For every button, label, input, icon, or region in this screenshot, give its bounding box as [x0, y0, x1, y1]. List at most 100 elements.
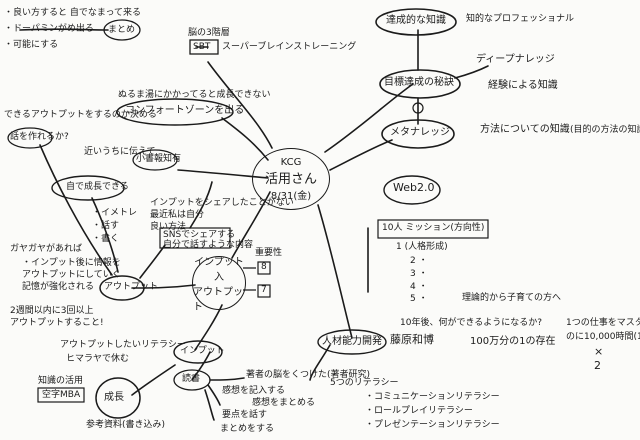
bi-note-2: 感想をまとめる — [252, 398, 316, 408]
web-item-4: 4 ・ — [410, 282, 428, 292]
io-mark-8: 8 — [261, 262, 267, 272]
io-node: インプット 入 アウトプット — [192, 256, 246, 313]
deep-note: 経験による知識 — [488, 80, 558, 91]
output-note-2: アウトプットにしていく — [22, 270, 121, 280]
branch-output-self — [91, 197, 119, 273]
self-item-2: ・話す — [92, 221, 120, 231]
branch-reading-notes3 — [204, 389, 215, 421]
output-gyaku: ガヤガヤがあれば — [10, 244, 83, 254]
output-question: 話を作れるか? — [10, 132, 69, 142]
meta-note: 方法についての知識 — [480, 124, 570, 135]
meta-note-2: (目的の方法の知識) — [570, 125, 640, 135]
goals-hub-outline — [379, 69, 461, 99]
branch-center-meta — [329, 139, 393, 171]
meta-outline — [381, 119, 455, 149]
human-label: 人材能力開発 — [322, 336, 382, 347]
bl-left-label: 知識の活用 — [38, 376, 84, 386]
center-line2: 活用さん — [264, 171, 317, 187]
literacy-item-2: ・ロールプレイリテラシー — [365, 406, 473, 416]
goal-note: 知的なプロフェッショナル — [466, 14, 575, 24]
bi-extra: まとめをする — [220, 424, 275, 434]
self-item-1: ・イメトレ — [92, 208, 138, 218]
web-item-1: 1 (人格形成) — [396, 242, 448, 252]
bi-note-3: 要点を話す — [222, 410, 268, 420]
human-times: × — [594, 345, 604, 358]
self-recent: 最近私は自分 — [150, 210, 205, 220]
evidence-label: 小書報知有 — [136, 154, 182, 164]
bl-bottom: 参考資料(書き込み) — [86, 420, 166, 430]
branch-reading-notes2 — [207, 384, 221, 406]
web-header: 10人 ミッション(方向性) — [382, 223, 485, 233]
human-desc: 藤原和博 — [390, 333, 434, 346]
io-output-label: アウトプット — [193, 287, 243, 313]
comfort-zone: コンフォートゾーンを出る — [125, 105, 245, 116]
io-mark-7: 7 — [261, 285, 267, 295]
goals-hub: 目標達成の秘訣 — [384, 77, 454, 88]
brain-side-note: ぬるま湯にかかってると成長できない — [118, 90, 271, 100]
human-right-note-1: 1つの仕事をマスターする — [566, 318, 640, 328]
io-essential: 重要性 — [255, 248, 283, 258]
reading-outline — [173, 369, 211, 391]
deep-knowledge: ディープナレッジ — [476, 54, 555, 65]
branch-goals-deep — [454, 65, 489, 79]
mba-box — [37, 387, 85, 403]
human-right-note-2: のに10,000時間(10年) — [566, 332, 640, 342]
output-hub: アウトプット — [104, 282, 159, 292]
bl-note-1: アウトプットしたいリテラシー — [60, 340, 186, 350]
human-rarity: 100万分の1の存在 — [470, 336, 556, 347]
literacy-item-3: ・プレゼンテーションリテラシー — [365, 420, 500, 430]
mark-box-7 — [257, 284, 271, 298]
branch-input-reading — [191, 351, 211, 381]
output-note-3: 記憶が強化される — [22, 282, 95, 292]
human-two: 2 — [594, 359, 601, 372]
branch-output-question — [39, 144, 113, 276]
question-outline — [7, 127, 53, 149]
evidence-outline — [132, 149, 178, 171]
io-input-label: インプット — [194, 257, 244, 268]
sns-sub: 自分で話すような内容 — [163, 240, 254, 250]
branch-center-goals — [324, 83, 414, 153]
brain-title: 脳の3階層 — [188, 28, 230, 38]
web-outline — [383, 175, 441, 205]
io-link-label: 入 — [214, 272, 224, 283]
branch-reading-notes — [209, 377, 245, 381]
web-label: Web2.0 — [393, 181, 435, 194]
topleft-note-1: ・良い方すると 自でなまって来る — [4, 8, 142, 18]
branch-io-output — [131, 284, 196, 289]
output-outline — [99, 275, 145, 301]
branch-input-grow — [131, 364, 176, 396]
branch-sns-evidence — [189, 181, 213, 229]
bi-note-1: 感想を記入する — [222, 386, 286, 396]
web-bottom-note: 理論的から子育ての方へ — [462, 293, 562, 303]
center-line3: 8/31(金) — [270, 190, 312, 202]
comfort-outline — [116, 98, 234, 126]
sbt-desc: スーパーブレインストレーニング — [222, 42, 357, 52]
sbt-label: SBT — [193, 42, 211, 52]
self-right-note: インプットをシェアしたことがない — [150, 198, 294, 208]
mark-arrows — [243, 267, 256, 291]
evidence-note: 近いうちに伝えて — [84, 147, 156, 157]
center-line1: KCG — [280, 156, 302, 168]
branch-center-comfort — [221, 117, 269, 161]
output-top-note: できるアウトプットをするのか決める — [4, 110, 157, 120]
goal-top-outline — [375, 8, 457, 36]
output-note-1: ・インプット後に情報を — [22, 258, 121, 268]
output-weekly-1: 2週間以内に3回以上 — [10, 306, 94, 316]
literacy-item-1: ・コミュニケーションリテラシー — [365, 392, 500, 402]
grow-outline — [95, 377, 141, 419]
output-weekly-2: アウトプットすること! — [10, 318, 104, 328]
matome-outline — [103, 19, 141, 41]
bi-hub: インプット — [180, 346, 225, 356]
bi-reading: 読書 — [182, 374, 201, 384]
bl-box: 空字MBA — [42, 390, 81, 400]
link-circle — [412, 102, 424, 114]
input-outline — [173, 340, 223, 364]
meta-knowledge: メタナレッジ — [390, 127, 450, 138]
self-question: 自で成長できる — [66, 182, 129, 192]
web-item-3: 3 ・ — [410, 269, 428, 279]
sbt-box — [189, 39, 219, 55]
center-node: KCG 活用さん 8/31(金) — [252, 148, 330, 210]
self-recent-2: 良い方法 — [150, 222, 187, 232]
bi-reading-note: 著者の脳をくつけた(著者研究) — [246, 370, 371, 380]
